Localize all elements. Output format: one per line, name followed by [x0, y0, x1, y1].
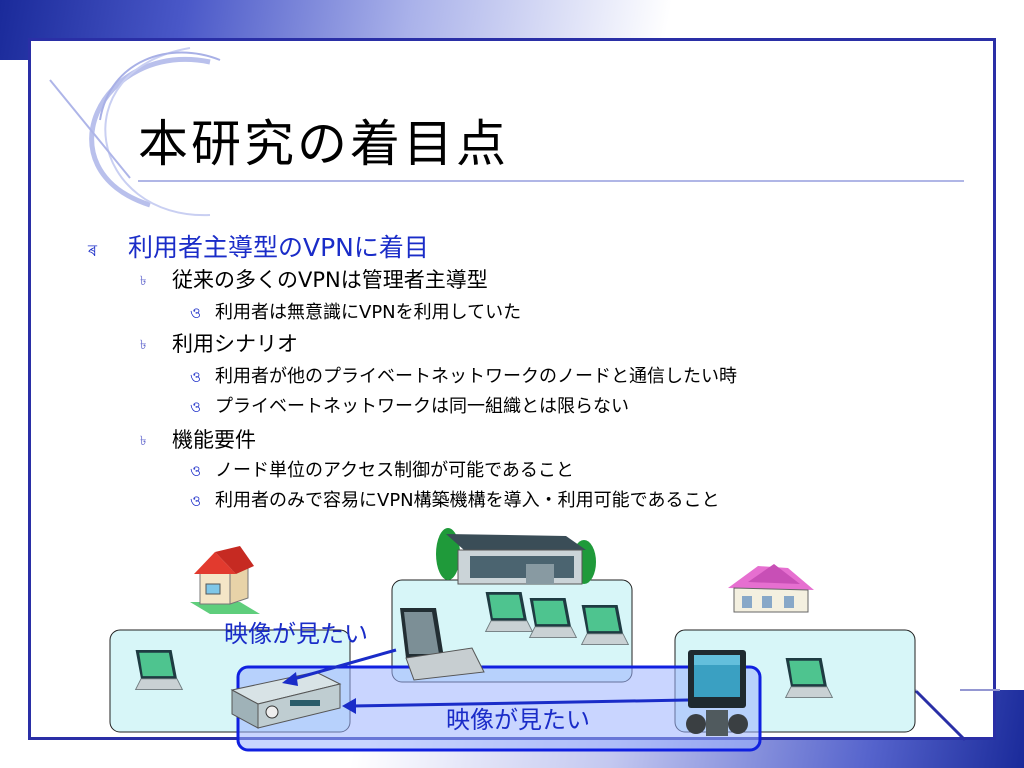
title-underline	[138, 180, 964, 182]
caption-top: 映像が見たい	[224, 620, 368, 648]
bullet-marker-level1: ৰ	[88, 241, 98, 260]
bullet-marker-level3: ও	[190, 462, 202, 480]
bullet-marker-level2: ৳	[140, 274, 147, 289]
bullet-item: 利用シナリオ	[172, 332, 298, 356]
bullet-marker-level2: ৳	[140, 434, 147, 449]
bullet-marker-level3: ও	[190, 368, 202, 386]
bullet-marker-level3: ও	[190, 398, 202, 416]
bullet-marker-level3: ও	[190, 304, 202, 322]
bullet-item: 利用者が他のプライベートネットワークのノードと通信したい時	[215, 366, 737, 387]
bullet-item: 従来の多くのVPNは管理者主導型	[172, 268, 488, 292]
bullet-marker-level3: ও	[190, 492, 202, 510]
bullet-item: 利用者主導型のVPNに着目	[128, 233, 429, 262]
bullet-item: 機能要件	[172, 428, 256, 452]
bullet-item: ノード単位のアクセス制御が可能であること	[215, 460, 574, 481]
bullet-item: 利用者は無意識にVPNを利用していた	[215, 302, 522, 323]
caption-bottom: 映像が見たい	[446, 706, 590, 734]
bullet-item: プライベートネットワークは同一組織とは限らない	[215, 396, 629, 417]
bullet-item: 利用者のみで容易にVPN構築機構を導入・利用可能であること	[215, 490, 720, 511]
slide-title: 本研究の着目点	[138, 115, 509, 173]
bullet-marker-level2: ৳	[140, 338, 147, 353]
